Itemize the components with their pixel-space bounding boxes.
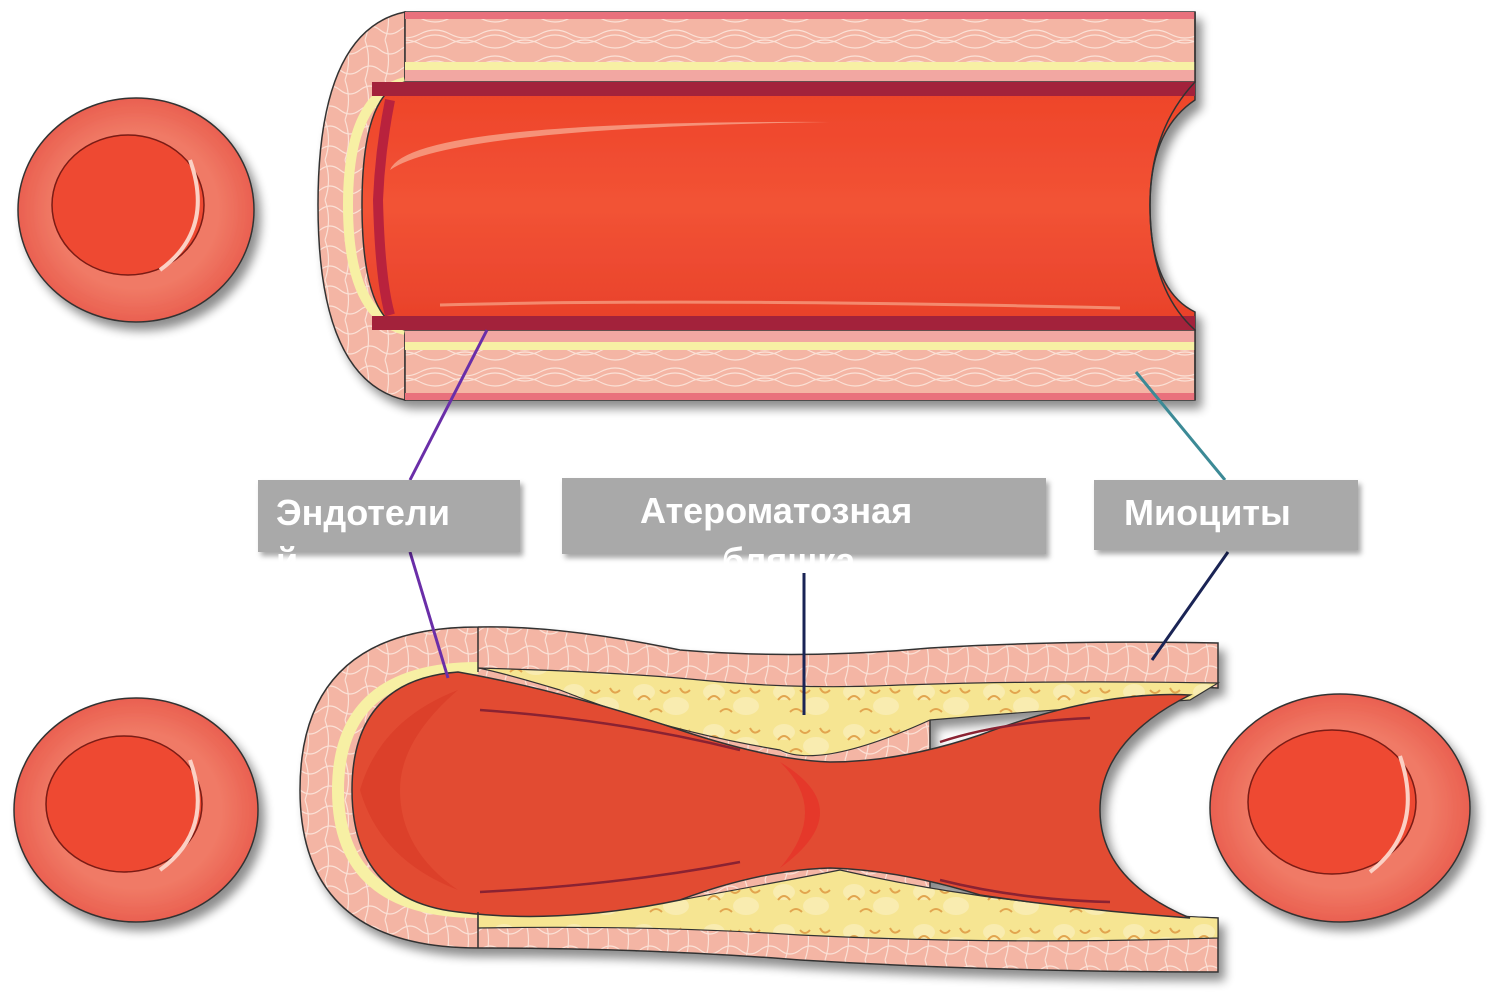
red-blood-cell-top-left (18, 98, 254, 322)
endothelium-label-line1: Эндотели (276, 492, 450, 534)
red-blood-cell-bottom-left (14, 698, 258, 922)
healthy-vessel (318, 12, 1195, 400)
plaque-label-line1: Атероматозная (640, 490, 912, 532)
atherosclerotic-vessel (300, 627, 1218, 972)
red-blood-cell-bottom-right (1210, 694, 1470, 922)
endothelium-label-line2: й (276, 540, 298, 582)
myocytes-label-text: Миоциты (1124, 492, 1291, 534)
healthy-vessel-lumen (362, 82, 1195, 330)
plaque-label-line2: бляшка (722, 540, 855, 582)
